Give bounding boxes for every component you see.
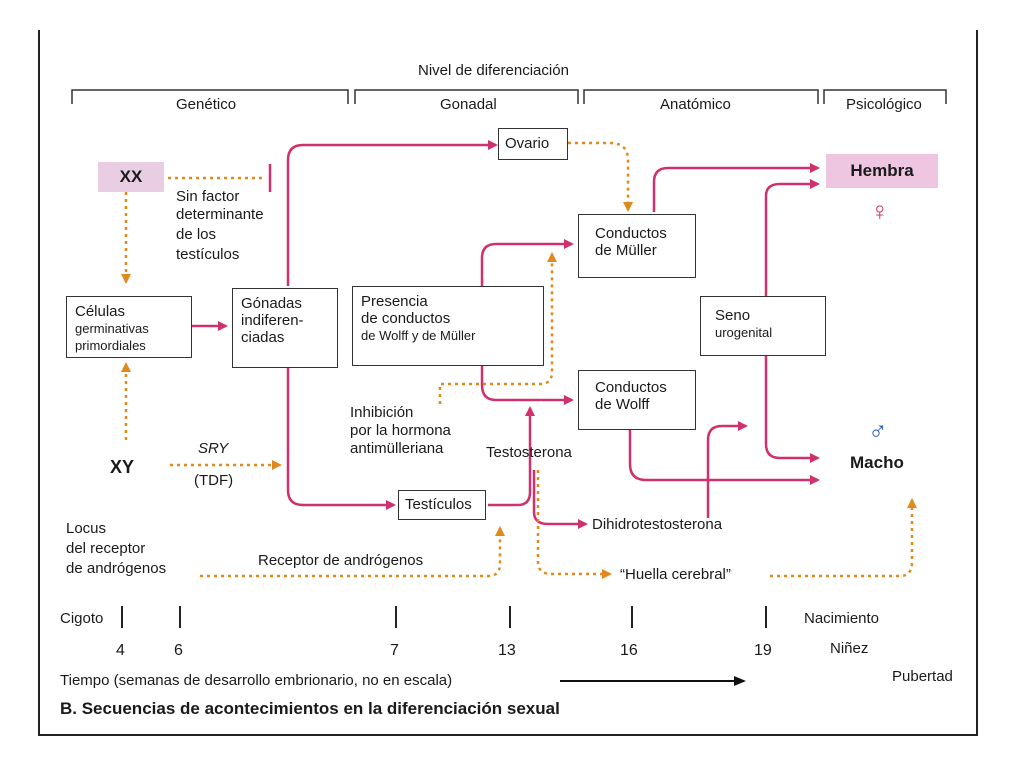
conductos-muller-box: Conductos de Müller <box>578 214 696 278</box>
male-symbol-icon: ♂ <box>868 416 888 446</box>
hembra-label: Hembra <box>826 154 938 188</box>
magenta-arrows <box>192 140 820 529</box>
week-16: 16 <box>620 642 638 659</box>
gonadas-indiferenciadas-box: Gónadas indiferen- ciadas <box>232 288 338 368</box>
level-anatomico: Anatómico <box>660 96 731 113</box>
muller-line2: de Müller <box>595 242 657 259</box>
inhibicion-line3: antimülleriana <box>350 440 444 457</box>
presencia-line1: Presencia <box>361 293 428 310</box>
time-axis-label: Tiempo (semanas de desarrollo embrionari… <box>60 672 453 689</box>
level-psicologico: Psicológico <box>846 96 922 113</box>
gonadas-line2: indiferen- <box>241 312 304 329</box>
seno-urogenital-box: Seno urogenital <box>700 296 826 356</box>
sin-factor-line4: testículos <box>176 246 240 263</box>
celulas-line1: Células <box>75 303 126 320</box>
testosterona-label: Testosterona <box>486 444 572 461</box>
ovario-box: Ovario <box>498 128 568 160</box>
xx-chromosome-label: XX <box>98 162 164 192</box>
female-symbol-icon: ♀ <box>870 196 890 226</box>
pubertad-label: Pubertad <box>892 668 953 685</box>
week-7: 7 <box>390 642 399 659</box>
level-title: Nivel de diferenciación <box>418 62 569 79</box>
presencia-line3: de Wolff y de Müller <box>361 328 476 343</box>
presencia-line2: de conductos <box>361 310 451 327</box>
frame-right-border <box>976 30 978 736</box>
gonadas-line1: Gónadas <box>241 295 302 312</box>
testiculos-box: Testículos <box>398 490 486 520</box>
tdf-label: (TDF) <box>194 472 234 489</box>
locus-line3: de andrógenos <box>66 560 167 577</box>
celulas-line3: primordiales <box>75 338 146 353</box>
gonadas-line3: ciadas <box>241 329 285 346</box>
inhibicion-line2: por la hormona <box>350 422 451 439</box>
wolff-line2: de Wolff <box>595 396 650 413</box>
sry-label: SRY <box>198 440 229 457</box>
seno-line2: urogenital <box>715 325 773 340</box>
sin-factor-line3: de los <box>176 226 217 243</box>
receptor-androgenos-label: Receptor de andrógenos <box>258 552 424 569</box>
ovario-label: Ovario <box>505 135 550 152</box>
week-4: 4 <box>116 642 125 659</box>
nacimiento-label: Nacimiento <box>804 610 880 627</box>
celulas-line2: germinativas <box>75 321 149 336</box>
sin-factor-line2: determinante <box>176 206 264 223</box>
inhibicion-line1: Inhibición <box>350 404 414 421</box>
celulas-germinativas-box: Células germinativas primordiales <box>66 296 192 358</box>
cigoto-label: Cigoto <box>60 610 104 627</box>
xy-chromosome-label: XY <box>110 457 135 477</box>
frame-left-border <box>38 30 40 736</box>
level-gonadal: Gonadal <box>440 96 497 113</box>
level-genetico: Genético <box>176 96 237 113</box>
testiculos-label: Testículos <box>405 496 472 513</box>
figure-caption: B. Secuencias de acontecimientos en la d… <box>60 699 560 718</box>
seno-line1: Seno <box>715 307 751 324</box>
orange-dotted-arrows <box>121 141 917 579</box>
sin-factor-line1: Sin factor <box>176 188 240 205</box>
week-13: 13 <box>498 642 516 659</box>
dihidrotestosterona-label: Dihidrotestosterona <box>592 516 723 533</box>
huella-cerebral-label: “Huella cerebral” <box>620 566 731 583</box>
wolff-line1: Conductos <box>595 379 667 396</box>
conductos-wolff-box: Conductos de Wolff <box>578 370 696 430</box>
muller-line1: Conductos <box>595 225 667 242</box>
frame-bottom-border <box>38 734 978 736</box>
level-brackets <box>71 89 947 104</box>
ninez-label: Niñez <box>830 640 869 657</box>
week-19: 19 <box>754 642 772 659</box>
locus-line1: Locus <box>66 520 107 537</box>
macho-label: Macho <box>850 453 904 472</box>
timeline-ticks <box>121 606 767 628</box>
week-6: 6 <box>174 642 183 659</box>
presencia-conductos-box: Presencia de conductos de Wolff y de Mül… <box>352 286 544 366</box>
locus-line2: del receptor <box>66 540 146 557</box>
